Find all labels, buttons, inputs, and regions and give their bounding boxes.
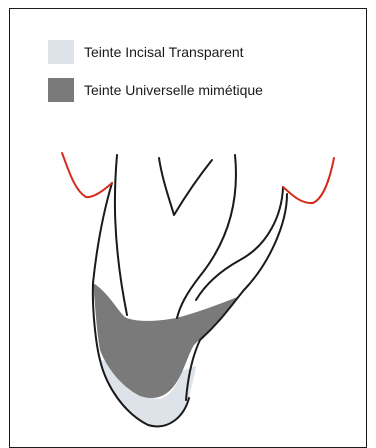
tooth-diagram xyxy=(0,0,376,439)
left-root-line xyxy=(115,155,127,315)
central-notch xyxy=(159,158,212,215)
right-root-line-outer xyxy=(196,187,283,300)
gum-line-left xyxy=(62,153,112,197)
right-outer-contour xyxy=(186,194,287,400)
right-root-line-inner xyxy=(177,155,236,318)
gum-line-right xyxy=(283,158,334,203)
